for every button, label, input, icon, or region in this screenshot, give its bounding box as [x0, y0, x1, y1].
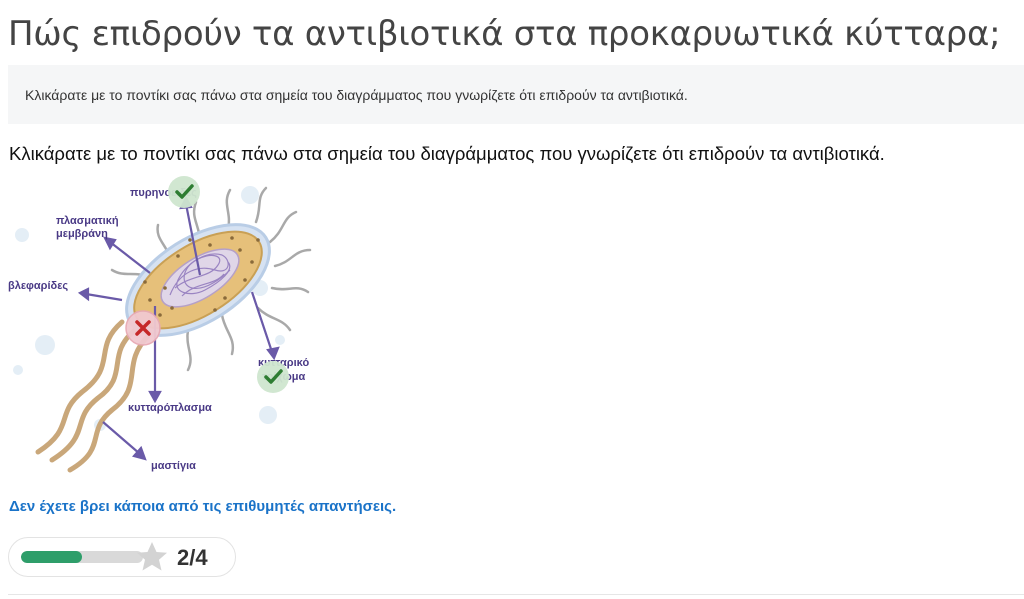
wrong-marker[interactable] — [125, 310, 161, 346]
flagella-shape[interactable] — [35, 319, 151, 473]
feedback-message: Δεν έχετε βρει κάποια από τις επιθυμητές… — [9, 498, 397, 515]
score-count: 2/4 — [177, 545, 208, 570]
star-icon — [137, 542, 167, 571]
check-icon — [264, 369, 283, 384]
page-title: Πώς επιδρούν τα αντιβιοτικά στα προκαρυω… — [8, 14, 1001, 54]
label-membrane-line1: πλασματική — [56, 215, 119, 227]
close-icon — [135, 320, 151, 336]
question-text: Κλικάρατε με το ποντίκι σας πάνω στα σημ… — [9, 143, 885, 164]
label-fimbriae: βλεφαρίδες — [8, 280, 68, 292]
correct-marker-cell-wall[interactable] — [257, 361, 289, 393]
progress-bar — [21, 551, 143, 563]
label-cytoplasm: κυτταρόπλασμα — [128, 402, 212, 414]
correct-marker-nucleoid[interactable] — [168, 176, 200, 208]
progress-bar-fill — [21, 551, 82, 563]
ribosomes — [143, 236, 260, 317]
divider — [8, 594, 1024, 595]
label-membrane-line2: μεμβράνη — [56, 228, 108, 240]
score-widget: 2/4 — [8, 537, 236, 577]
instruction-text: Κλικάρατε με το ποντίκι σας πάνω στα σημ… — [25, 87, 688, 103]
label-flagella: μαστίγια — [151, 460, 196, 472]
check-icon — [175, 184, 194, 199]
bacterium-diagram[interactable]: πυρηνοειδές πλασματική μεμβράνη βλεφαρίδ… — [0, 170, 330, 480]
bacterium-illustration[interactable]: πυρηνοειδές πλασματική μεμβράνη βλεφαρίδ… — [0, 170, 330, 480]
instruction-box: Κλικάρατε με το ποντίκι σας πάνω στα σημ… — [8, 65, 1024, 124]
